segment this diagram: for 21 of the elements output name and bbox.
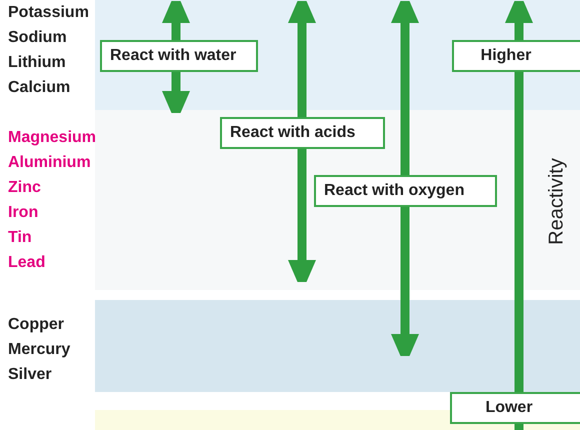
metal-name: Lead: [8, 253, 46, 273]
connector-line: [514, 72, 524, 392]
label-box: React with water: [100, 40, 258, 72]
metal-name: Iron: [8, 203, 38, 223]
connector-line: [514, 424, 524, 430]
metal-name: Aluminium: [8, 153, 91, 173]
metal-name: Tin: [8, 228, 32, 248]
label-box: React with acids: [220, 117, 385, 149]
axis-label: Reactivity: [546, 157, 568, 247]
metal-name: Magnesium: [8, 128, 96, 148]
metal-name: Copper: [8, 315, 64, 335]
label-box: Higher: [452, 40, 580, 72]
metal-name: Silver: [8, 365, 52, 385]
metal-name: Sodium: [8, 28, 67, 48]
label-box: Lower: [450, 392, 580, 424]
metal-name: Lithium: [8, 53, 66, 73]
metal-name: Zinc: [8, 178, 41, 198]
metal-name: Potassium: [8, 3, 89, 23]
metal-name: Calcium: [8, 78, 70, 98]
label-box: React with oxygen: [314, 175, 497, 207]
metal-name: Mercury: [8, 340, 70, 360]
